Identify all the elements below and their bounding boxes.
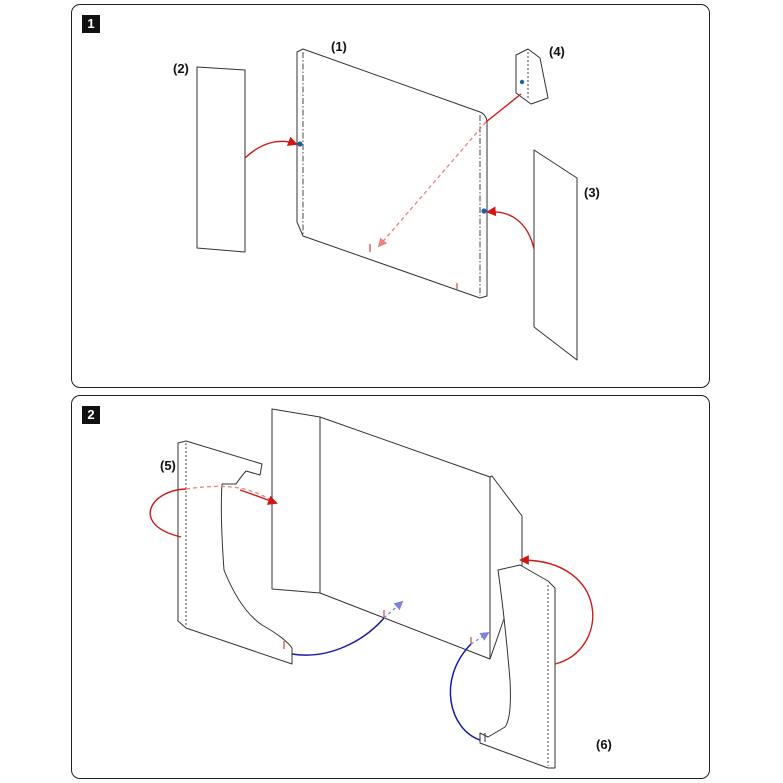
label-part-2: (2) (173, 61, 189, 76)
step-2-badge: 2 (82, 406, 100, 424)
label-part-3: (3) (584, 185, 600, 200)
part-4-clip (515, 48, 549, 105)
part-5-left-flap (177, 440, 293, 665)
step-1-badge: 1 (82, 15, 100, 33)
glue-point (519, 79, 525, 85)
assembled-box (271, 408, 523, 660)
insert-arrow (244, 136, 298, 159)
part-1-main-panel (296, 48, 488, 299)
label-part-1: (1) (331, 39, 347, 54)
label-part-5: (5) (160, 458, 176, 473)
fold-arrow (291, 617, 385, 656)
part-3-side-panel (533, 149, 578, 361)
insert-arrow (239, 489, 278, 505)
insert-arrow (519, 555, 594, 665)
fold-arrow-head (383, 600, 404, 619)
part-2-side-panel (196, 66, 246, 253)
guide-arrow (377, 121, 487, 248)
glue-point (297, 141, 303, 147)
insert-arrow (486, 206, 535, 250)
part-6-right-flap (479, 564, 556, 769)
label-part-4: (4) (549, 44, 565, 59)
label-part-6: (6) (596, 737, 612, 752)
fold-arrow (449, 643, 481, 741)
insert-arrow (485, 93, 522, 123)
insert-arrow (149, 488, 187, 538)
glue-point (481, 208, 487, 214)
